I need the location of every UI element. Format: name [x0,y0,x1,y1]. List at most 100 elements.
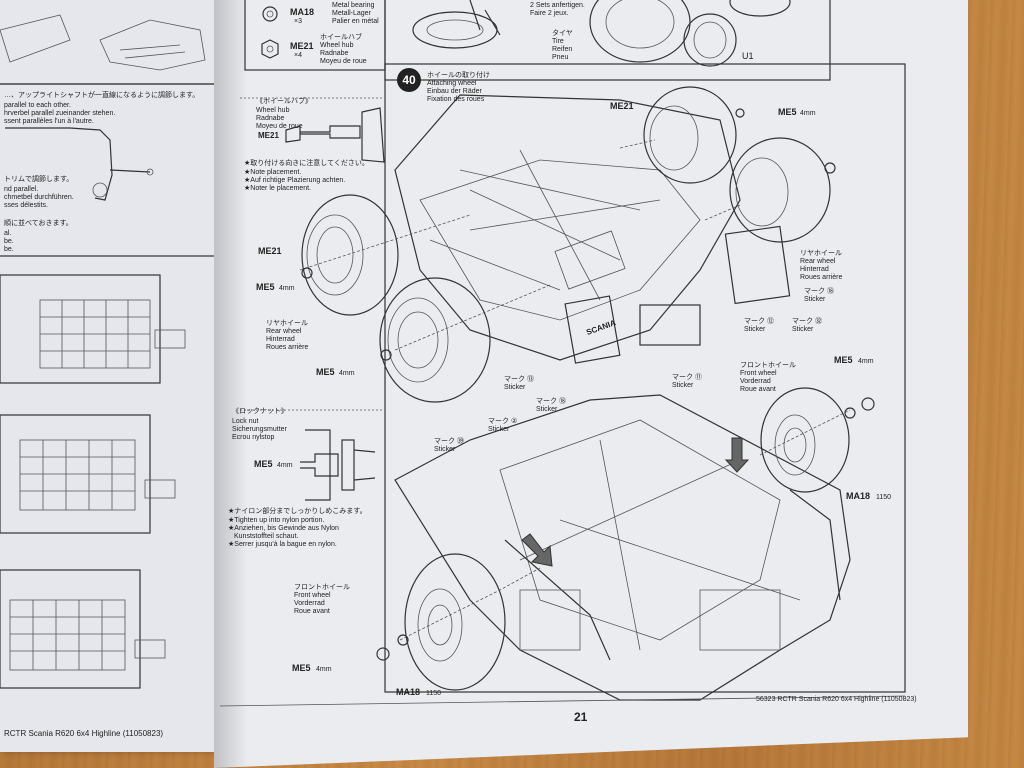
rear-wheel-left: Roues arrière [266,344,309,351]
ma18-count: ×3 [294,18,302,25]
me5-top-unit: 4mm [800,110,816,117]
sticker-13: Sticker [504,384,526,391]
me5-bottom-label: ME5 [292,663,311,673]
sticker-32: マーク ㉜ [792,318,822,325]
step-number: 40 [397,68,421,92]
ma18-bottom-label: MA18 [396,687,421,697]
sticker-11: マーク ⑪ [672,374,702,381]
wheel-hub-heading-jp: 《ホイールハブ》 [256,98,312,105]
ma18-line: Metall-Lager [332,10,371,17]
wheel-hub-note: ★Noter le placement. [244,185,311,192]
front-wheel-right: フロントホイール [740,362,796,369]
left-note-jp: …、アップライトシャフトが一直線になるように調節します。 [4,92,200,99]
lock-nut-note: ★ナイロン部分までしっかりしめこみます。 [228,508,367,515]
grid-part-2 [0,414,176,534]
tire-label: タイヤ [552,30,573,37]
front-wheel-right: Front wheel [740,370,777,377]
step-title: Fixation des roues [427,96,485,103]
me5-top-label: ME5 [778,107,797,117]
me21-code: ME21 [290,41,314,51]
step-title-jp: ホイールの取り付け [427,72,490,79]
front-wheels-drawing [301,108,875,691]
left-note2-line: nd parallel. [4,186,39,193]
me5-left-label: ME5 [256,282,275,292]
wheel-hub-note: ★取り付ける向きに注意してください。 [244,160,369,167]
lock-nut-note: Kunststoffteil schaut. [234,533,299,540]
front-wheel-left: Front wheel [294,592,331,599]
me21-hub-shape [261,39,279,59]
left-page: …、アップライトシャフトが一直線になるように調節します。 parallel to… [0,0,232,752]
ma18-line: Metal bearing [332,2,375,9]
ma18-right-label: MA18 [846,491,871,501]
rear-wheel-right: リヤホイール [800,250,842,257]
left-note3-jp: 順に並べておきます。 [4,220,73,227]
left-note2-line: sses délestits. [4,202,48,209]
me5-left-unit: 4mm [279,285,295,292]
lock-nut-heading: Lock nut [232,418,259,425]
tire-label: Tire [552,38,564,45]
ma18-code: MA18 [290,7,315,17]
tire-note: 2 Sets anfertigen. [530,2,585,9]
right-page [214,0,968,768]
sticker-2: Sticker [488,426,510,433]
tire-label: Pneu [552,54,569,61]
rear-wheel-right: Hinterrad [800,266,829,273]
left-page-drawings [0,0,217,689]
step-title: Einbau der Räder [427,88,482,95]
me21-hub-label: ME21 [258,131,279,140]
rear-chassis-drawing [394,94,791,364]
grid-part-1 [0,274,186,384]
sticker-12: Sticker [744,326,766,333]
lock-nut-heading: Sicherungsmutter [232,426,287,433]
sticker-18-top: Sticker [804,296,826,303]
front-wheel-left: Vorderrad [294,600,325,607]
lock-nut-heading-jp: 《ロックナット》 [232,408,288,415]
ma18-line: Palier en métal [332,18,379,25]
left-note-line: hrverbel parallel zueinander stehen. [4,110,116,117]
wheel-hub-heading: Moyeu de roue [256,123,303,130]
sticker-18-top: マーク ⑱ [804,288,834,295]
sticker-18-mid: Sticker [536,406,558,413]
u1-label: U1 [742,51,754,61]
me21-count: ×4 [294,52,302,59]
rear-wheel-right: Rear wheel [800,258,836,265]
me5-mid-label: ME5 [316,367,335,377]
sticker-32: Sticker [792,326,814,333]
me5-mid-unit: 4mm [339,370,355,377]
rear-wheel-left: Rear wheel [266,328,302,335]
left-note3-line: al. [4,230,12,237]
front-chassis-drawing [394,394,851,701]
front-wheel-left: フロントホイール [294,584,350,591]
me5-bottom-unit: 4mm [316,666,332,673]
wheel-hub-heading: Wheel hub [256,107,290,114]
lock-nut-note: ★Serrer jusqu'à la bague en nylon. [228,541,337,548]
tire-label: Reifen [552,46,573,53]
left-note3-line: be. [4,246,14,253]
ma18-bottom-num: 1150 [426,690,442,697]
wheel-hub-note: ★Auf richtige Plazierung achten. [244,177,346,184]
lock-nut-note: ★Tighten up into nylon portion. [228,517,325,524]
left-note3-line: be. [4,238,14,245]
sticker-12: マーク ⑫ [744,318,774,325]
right-footer: 56323 RCTR Scania R620 6x4 Highline (110… [756,696,917,703]
left-note2-jp: トリムで調節します。 [4,176,74,183]
me21-line: ホイールハブ [320,34,362,41]
rear-wheel-left: Hinterrad [266,336,295,343]
me5-right-label: ME5 [834,355,853,365]
rear-wheel-left: リヤホイール [266,320,308,327]
sticker-2: マーク ② [488,418,518,425]
left-note-line: parallel to each other. [4,102,71,109]
sticker-39: マーク ㊴ [434,438,464,445]
me21-left-label: ME21 [258,246,282,256]
front-wheel-right: Roue avant [740,386,776,393]
me21-line: Moyeu de roue [320,58,367,65]
sticker-13: マーク ⑬ [504,376,534,383]
me5-right-unit: 4mm [858,358,874,365]
step-title: Attaching wheel [427,80,477,87]
ma18-bearing-shape [262,6,278,22]
page-gutter [214,0,248,768]
me21-line: Wheel hub [320,42,354,49]
lock-nut-me5: ME5 [254,459,273,469]
sticker-18-mid: マーク ⑱ [536,398,566,405]
